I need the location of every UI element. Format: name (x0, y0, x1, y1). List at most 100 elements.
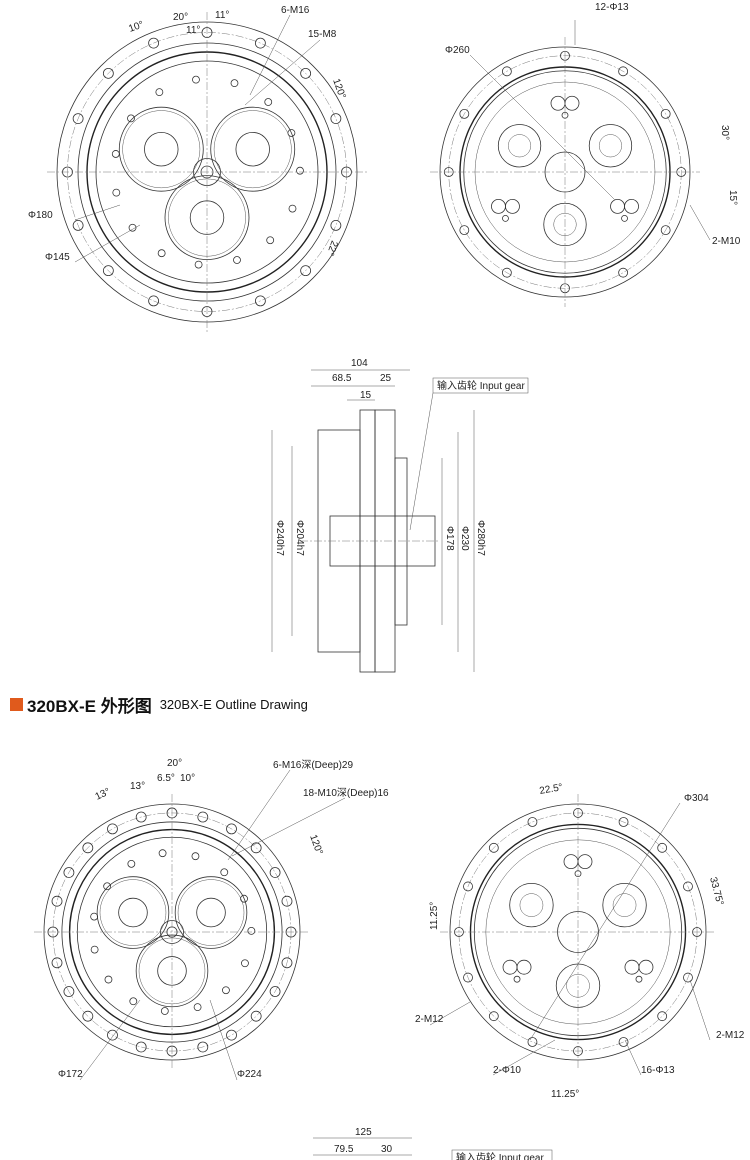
bolt-hole (194, 260, 203, 269)
bolt-hole (197, 1041, 209, 1053)
planet-gear (164, 175, 250, 261)
bolt-hole (683, 972, 693, 983)
bolt-hole (63, 867, 75, 878)
dim-label: Φ280h7 (475, 520, 486, 556)
bolt-hole (135, 1041, 147, 1053)
dim-label: 22.5° (539, 782, 564, 797)
bolt-hole (112, 188, 121, 197)
screw-head (638, 959, 654, 975)
dim-label: 11.25° (551, 1089, 579, 1100)
bolt-hole (300, 265, 312, 277)
leader-label: 12-Φ13 (595, 2, 629, 13)
bolt-hole (241, 959, 249, 968)
leader-label: Φ304 (684, 793, 709, 804)
pin-bore (519, 893, 544, 917)
dim-label: 33.75° (707, 876, 725, 907)
leader-line (689, 979, 711, 1041)
leader-label: Φ224 (237, 1069, 262, 1080)
bolt-hole (233, 256, 241, 264)
bolt-hole (264, 98, 273, 106)
screw-head (577, 854, 593, 869)
bolt-hole (127, 859, 136, 868)
dim-label: 11° (186, 25, 200, 36)
bolt-hole (128, 223, 137, 232)
gear-bore (235, 131, 270, 167)
dim-label: 68.5 (332, 373, 352, 384)
gear-bore (118, 897, 148, 928)
bolt-hole (191, 852, 200, 861)
callout-label: 输入齿轮 Input gear (437, 379, 525, 392)
planet-gear-inner (177, 879, 245, 946)
leader-line (689, 204, 711, 241)
side-view-labels: 104 68.5 25 15 Φ240h7 Φ204h7 Φ178 Φ230 Φ… (274, 358, 529, 556)
bolt-hole (222, 986, 230, 995)
screw-head (564, 95, 580, 111)
leader-line (244, 39, 321, 106)
dim-label: 30 (381, 1144, 393, 1155)
screw-head (502, 959, 518, 975)
bolt-hole (459, 108, 470, 119)
leader-label: 2-M12 (716, 1030, 745, 1041)
bolt-hole (127, 114, 135, 123)
screw-head (491, 198, 506, 214)
leader-line (74, 224, 141, 263)
bolt-hole (103, 882, 112, 891)
dim-label: 125 (355, 1127, 372, 1138)
leader-label: 16-Φ13 (641, 1065, 675, 1076)
bolt-hole (240, 894, 248, 903)
leader-label: Φ260 (445, 45, 470, 56)
gear-bore (196, 897, 226, 928)
pin-boss (588, 124, 633, 168)
dim-label: 10° (127, 19, 145, 35)
bolt-hole (330, 113, 342, 125)
leader-label: Φ145 (45, 252, 70, 263)
bolt-hole (463, 972, 473, 983)
bolt-hole (527, 1037, 538, 1047)
bolt-hole (107, 1029, 118, 1041)
dim-label: Φ240h7 (274, 520, 285, 556)
bolt-hole (501, 267, 512, 278)
bolt-hole (104, 975, 113, 984)
dim-label: 104 (351, 358, 368, 369)
planet-gear (96, 876, 170, 949)
bolt-hole (300, 67, 312, 79)
planet-gear (118, 106, 204, 192)
bolt-hole (72, 219, 84, 231)
bolt-hole (660, 225, 671, 236)
leader-line (249, 14, 291, 96)
bolt-hole (269, 867, 281, 878)
dim-label: Φ178 (444, 526, 455, 551)
leader-label: Φ180 (28, 210, 53, 221)
leader-label: 15-M8 (308, 29, 337, 40)
bolt-hole (618, 66, 629, 77)
screw-head (610, 198, 625, 214)
leader-line (231, 797, 346, 857)
bolt-hole (107, 823, 118, 835)
pin-bore (612, 893, 637, 917)
bolt-hole (288, 204, 297, 213)
leader-line (74, 204, 121, 221)
bolt-hole (660, 108, 671, 119)
bolt-hole (250, 1010, 262, 1022)
bolt-hole (488, 1011, 499, 1022)
section-title: 320BX-E 外形图 320BX-E Outline Drawing (10, 692, 308, 717)
bolt-hole (160, 1007, 169, 1015)
pin-bore (508, 134, 532, 158)
callout-box (432, 377, 529, 394)
dim-label: 11° (215, 10, 229, 21)
planet-gear (174, 876, 248, 949)
leader-label: 18-M10深(Deep)16 (303, 787, 389, 799)
screw-head (624, 198, 639, 214)
leader-line (79, 999, 141, 1081)
bolt-hole (250, 842, 262, 854)
dim-label: 20° (173, 12, 188, 23)
bolt-hole (226, 1029, 237, 1041)
leader-label: Φ172 (58, 1069, 83, 1080)
leader-line (227, 769, 291, 861)
leader-label: 2-M12 (415, 1014, 444, 1025)
bolt-hole (618, 1037, 629, 1047)
bolt-hole (51, 957, 63, 969)
bolt-hole (47, 926, 59, 938)
screw-head (516, 959, 532, 975)
section-marker (10, 698, 23, 711)
